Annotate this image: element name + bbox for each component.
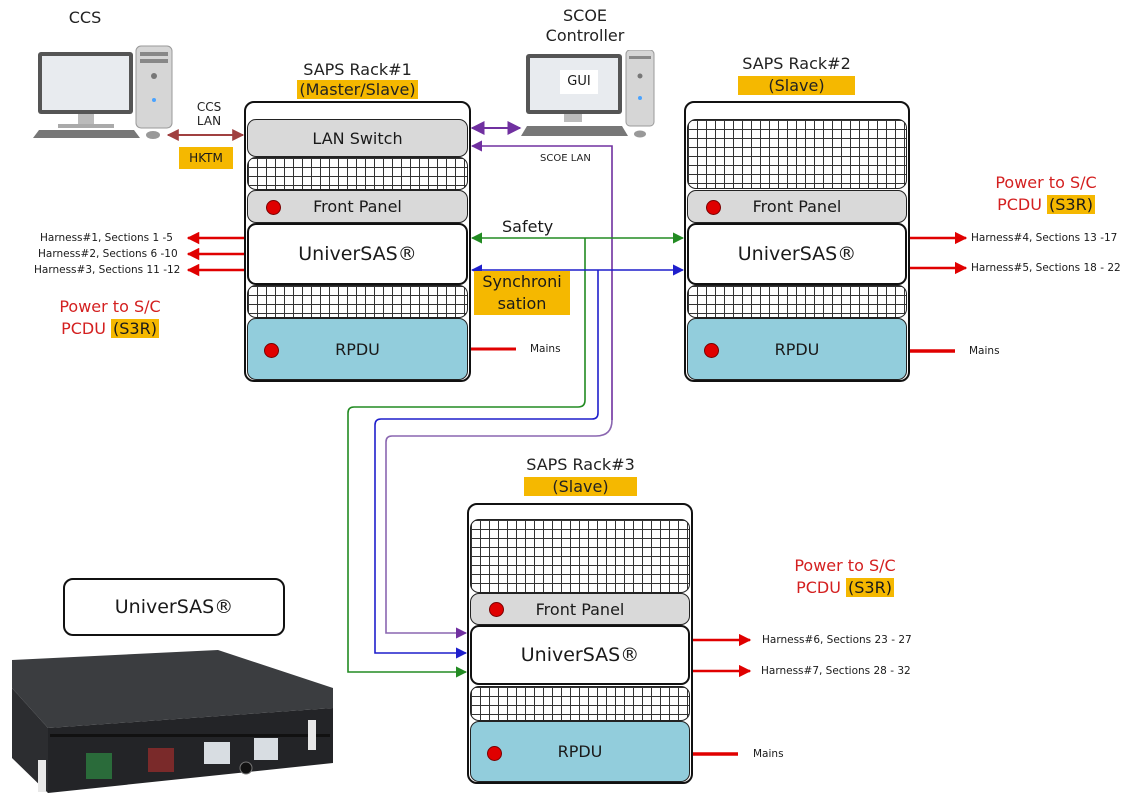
rack2-universas[interactable]: UniverSAS® — [687, 223, 907, 285]
rack2-power-s3r-badge: (S3R) — [1047, 195, 1095, 214]
rack2-power-prefix: PCDU — [997, 195, 1047, 214]
ccs-title: CCS — [68, 8, 102, 27]
rack1: LAN Switch Front Panel UniverSAS® RPDU — [244, 101, 471, 382]
ccs-lan-label-line1: CCS — [196, 100, 222, 114]
safety-to-rack3 — [347, 238, 586, 678]
rack2-front-panel[interactable]: Front Panel — [687, 190, 907, 223]
rack2-front-panel-led-icon — [706, 200, 721, 215]
rack1-universas[interactable]: UniverSAS® — [247, 223, 468, 285]
rack1-role-badge: (Master/Slave) — [297, 80, 418, 99]
ccs-lan-label-line2: LAN — [196, 114, 222, 128]
harness-3-label: Harness#3, Sections 11 -12 — [34, 264, 181, 276]
rack2-title-text: SAPS Rack#2 — [742, 54, 851, 73]
rack3-power-note: Power to S/C PCDU (S3R) — [775, 555, 915, 599]
rack3-power-prefix: PCDU — [796, 578, 846, 597]
harness-1-label: Harness#1, Sections 1 -5 — [40, 232, 173, 244]
rack1-power-prefix: PCDU — [61, 319, 111, 338]
rack3-universas[interactable]: UniverSAS® — [470, 625, 690, 685]
scoe-lan-label: SCOE LAN — [540, 153, 591, 164]
rack3-front-panel-led-icon — [489, 602, 504, 617]
rack1-title-text: SAPS Rack#1 — [303, 60, 412, 79]
rack2-rpdu-led-icon — [704, 343, 719, 358]
rack1-power-note: Power to S/C PCDU (S3R) — [40, 296, 180, 340]
rack3-power-s3r-badge: (S3R) — [846, 578, 894, 597]
rack3-rpdu-led-icon — [487, 746, 502, 761]
rack3-rpdu[interactable]: RPDU — [470, 721, 690, 782]
rack1-rpdu[interactable]: RPDU — [247, 318, 468, 380]
rack1-vent-2 — [247, 285, 468, 318]
synchronisation-label: Synchroni sation — [474, 271, 570, 315]
rack2-power-note: Power to S/C PCDU (S3R) — [976, 172, 1116, 216]
rack1-rpdu-led-icon — [264, 343, 279, 358]
rack1-power-s3r-badge: (S3R) — [111, 319, 159, 338]
rack3-title-text: SAPS Rack#3 — [526, 455, 635, 474]
rack2-vent-1 — [687, 119, 907, 189]
rack2-title: SAPS Rack#2 (Slave) — [684, 54, 909, 96]
rack3-vent-1 — [470, 519, 690, 593]
sync-to-rack3 — [374, 270, 599, 659]
ccs-lan-label: CCS LAN — [192, 100, 226, 128]
rack3-role-badge: (Slave) — [524, 477, 637, 496]
rack2-rpdu[interactable]: RPDU — [687, 318, 907, 380]
harness-2-label: Harness#2, Sections 6 -10 — [38, 248, 178, 260]
rack1-mains-label: Mains — [530, 343, 561, 355]
rack3-power-line1: Power to S/C — [794, 556, 896, 575]
rack3-mains-label: Mains — [753, 748, 784, 760]
rack3-vent-2 — [470, 686, 690, 721]
rack1-front-panel[interactable]: Front Panel — [247, 190, 468, 223]
rack3-title: SAPS Rack#3 (Slave) — [468, 455, 693, 497]
scoe-title-line1: SCOE — [562, 6, 608, 25]
rack2-mains-label: Mains — [969, 345, 1000, 357]
harness-6-label: Harness#6, Sections 23 - 27 — [762, 634, 912, 646]
scoe-title-line2: Controller — [545, 26, 625, 45]
harness-7-label: Harness#7, Sections 28 - 32 — [761, 665, 911, 677]
rack1-rpdu-label: RPDU — [335, 339, 380, 359]
rack2-power-line1: Power to S/C — [995, 173, 1097, 192]
scoe-lan-to-rack3 — [385, 419, 613, 639]
harness-5-label: Harness#5, Sections 18 - 22 — [971, 262, 1121, 274]
rack3: Front Panel UniverSAS® RPDU — [467, 503, 693, 784]
rack3-front-panel-label: Front Panel — [535, 599, 625, 619]
rack1-lan-switch[interactable]: LAN Switch — [247, 119, 468, 157]
scoe-title: SCOE Controller — [535, 6, 635, 46]
rack3-rpdu-label: RPDU — [557, 742, 603, 761]
ccs-computer-icon — [28, 42, 178, 146]
rack1-front-panel-label: Front Panel — [313, 197, 402, 216]
hktm-badge: HKTM — [179, 147, 233, 169]
scoe-computer-icon — [516, 49, 656, 140]
safety-label: Safety — [502, 217, 554, 236]
rack2: Front Panel UniverSAS® RPDU — [684, 101, 910, 382]
universas-unit-image — [8, 648, 338, 798]
rack1-power-line1: Power to S/C — [59, 297, 161, 316]
rack1-vent-1 — [247, 157, 468, 190]
rack2-role-badge: (Slave) — [738, 76, 855, 95]
rack3-front-panel[interactable]: Front Panel — [470, 593, 690, 625]
product-label-box: UniverSAS® — [63, 578, 285, 636]
rack2-front-panel-label: Front Panel — [752, 197, 842, 216]
rack1-front-panel-led-icon — [266, 200, 281, 215]
rack2-vent-2 — [687, 285, 907, 318]
rack1-title: SAPS Rack#1 (Master/Slave) — [245, 60, 470, 100]
gui-label: GUI — [560, 70, 598, 94]
sync-label-line1: Synchroni — [482, 272, 562, 291]
scoe-lan-to-rack1 — [470, 140, 613, 420]
harness-4-label: Harness#4, Sections 13 -17 — [971, 232, 1118, 244]
rack2-rpdu-label: RPDU — [774, 339, 820, 359]
sync-label-line2: sation — [497, 294, 547, 313]
